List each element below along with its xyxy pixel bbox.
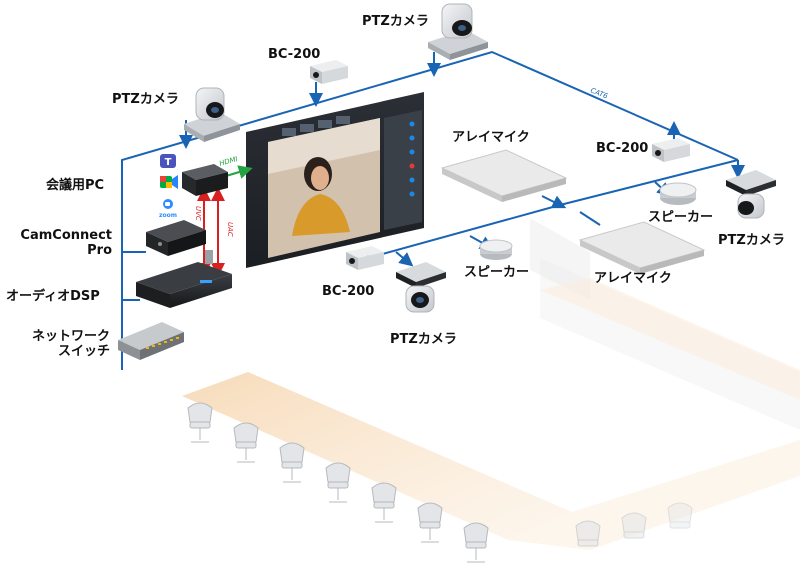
cable-label-uvc: UVC [194,206,202,221]
chairs [187,402,693,563]
array-mic-top [440,149,568,202]
chair [417,502,443,543]
chair [621,512,647,539]
label-camconnect-pro-line1: CamConnect [20,228,112,243]
call-controls [409,121,415,197]
array-mic-bottom [578,221,706,274]
ptz-camera-left [184,87,240,142]
person-face [311,166,329,190]
chair [187,402,213,443]
label-ptz-camera-bottom: PTZカメラ [390,332,457,347]
chair [575,520,601,547]
chair [371,482,397,523]
ptz-camera-right [726,170,776,219]
label-bc200-top: BC-200 [268,47,321,62]
trunk-left [121,50,739,370]
camconnect-pro-device [146,220,206,256]
label-ptz-camera-right: PTZカメラ [718,233,785,248]
label-ptz-camera-top: PTZカメラ [362,14,429,29]
ptz-camera-bottom [396,262,446,313]
label-array-mic-bottom: アレイマイク [594,271,672,286]
svg-text:T: T [165,157,172,168]
ptz-camera-top [428,3,488,60]
label-speaker-center: スピーカー [464,265,530,280]
label-ptz-camera-left: PTZカメラ [112,92,179,107]
chair [325,462,351,503]
label-camconnect-pro: CamConnect Pro [16,228,112,259]
bc200-camera-top [310,60,348,84]
label-network-switch-line1: ネットワーク [31,329,110,344]
cable-label-hdmi: HDMI [218,155,238,168]
person-body [292,194,350,236]
audio-dsp-device [136,262,232,308]
label-array-mic-top: アレイマイク [452,130,530,145]
chair [667,502,693,529]
chair [233,422,259,463]
conference-table [182,278,800,550]
display-screen [246,92,424,268]
participant-tiles [282,116,350,136]
speaker-right [659,182,697,205]
teams-icon: T [160,154,176,168]
chat-panel [384,110,422,230]
speaker-center [479,239,513,260]
label-meeting-pc: 会議用PC [46,178,105,193]
label-audio-dsp: オーディオDSP [6,289,100,304]
bc200-camera-right [652,138,690,162]
cable-label-uac: UAC [226,222,234,237]
label-bc200-right: BC-200 [596,141,649,156]
label-bc200-bottom: BC-200 [322,284,375,299]
label-network-switch: ネットワーク スイッチ [12,329,110,360]
usb-connector [205,250,213,264]
label-speaker-right: スピーカー [648,210,714,225]
chair [463,522,489,563]
meeting-pc-device [182,164,228,196]
label-network-switch-line2: スイッチ [57,343,110,359]
bc200-camera-bottom [346,246,384,270]
network-switch-device [118,322,184,360]
hdmi-cable [225,165,253,179]
chair [279,442,305,483]
google-meet-icon [160,175,178,189]
label-camconnect-pro-line2: Pro [87,242,112,258]
zoom-wordmark: zoom [159,212,177,219]
zoom-icon: zoom [159,199,177,219]
